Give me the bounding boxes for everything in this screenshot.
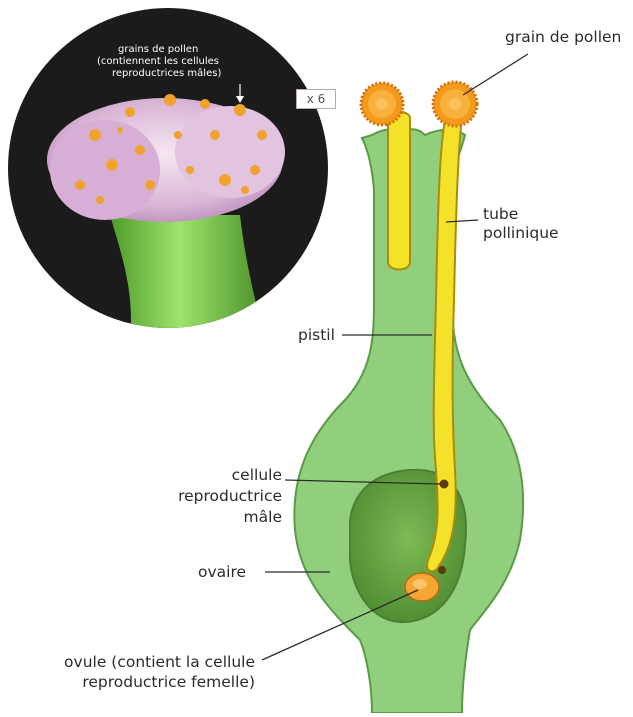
pollen-grain-right	[433, 82, 477, 126]
label-cellule-line3: mâle	[170, 508, 282, 526]
label-tube-line2: pollinique	[483, 224, 559, 242]
inset-label-line2: (contiennent les cellules	[97, 56, 219, 68]
label-ovaire: ovaire	[198, 563, 246, 581]
label-tube-line1: tube	[483, 205, 518, 223]
label-grain-de-pollen: grain de pollen	[505, 28, 621, 46]
label-ovule-line2: reproductrice femelle)	[40, 673, 255, 691]
label-ovule-line1: ovule (contient la cellule	[40, 653, 255, 671]
label-pistil: pistil	[298, 326, 335, 344]
short-pollen-tube-fill	[388, 112, 410, 270]
pollen-grain-left	[361, 83, 403, 125]
male-cell	[440, 480, 449, 489]
inset-label-line3: reproductrices mâles)	[112, 68, 221, 80]
magnification-badge: x 6	[296, 89, 336, 109]
leader-grain	[463, 54, 528, 95]
inset-label-line1: grains de pollen	[118, 44, 198, 56]
inset-stem	[110, 215, 265, 340]
male-cell-2	[438, 566, 446, 574]
label-cellule-line2: reproductrice	[170, 487, 282, 505]
label-cellule-line1: cellule	[170, 466, 282, 484]
